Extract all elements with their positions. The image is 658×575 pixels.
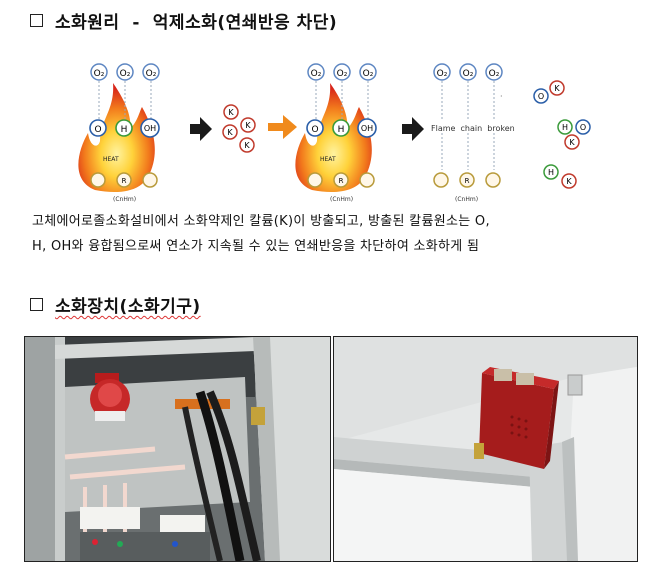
fuel-atoms: R	[90, 172, 158, 188]
svg-text:H: H	[548, 168, 554, 177]
svg-text:O₂: O₂	[337, 69, 348, 79]
svg-text:O₂: O₂	[489, 69, 500, 79]
svg-text:O: O	[94, 125, 101, 135]
heading-text: 소화장치(소화기구)	[55, 297, 201, 317]
heading-text: 소화원리 - 억제소화(연쇄반응 차단)	[55, 13, 338, 33]
checkbox-square-icon	[30, 14, 43, 27]
svg-text:O: O	[311, 125, 318, 135]
koh-molecule: H O K	[557, 119, 591, 150]
svg-text:O: O	[538, 92, 544, 101]
fire-icon	[78, 83, 155, 193]
svg-text:K: K	[569, 138, 575, 147]
svg-text:(CnHm): (CnHm)	[330, 196, 353, 203]
svg-text:OH: OH	[361, 124, 373, 133]
svg-text:O₂: O₂	[363, 69, 374, 79]
description-line: H, OH와 융합됨으로써 연소가 지속될 수 있는 연쇄반응을 차단하여 소화…	[32, 239, 480, 254]
panel-installation-photo	[24, 336, 331, 562]
o2-molecule: O₂ O₂ O₂	[90, 63, 160, 81]
fire-icon	[295, 83, 372, 193]
arrow-right-icon	[402, 117, 424, 141]
svg-text:K: K	[244, 141, 250, 150]
ko-molecule: O K	[533, 80, 565, 104]
svg-text:O₂: O₂	[94, 69, 105, 79]
flame-chain-broken-label: Flame chain broken	[431, 124, 515, 133]
arrow-right-icon	[190, 117, 212, 141]
section-heading-principle: 소화원리 - 억제소화(연쇄반응 차단)	[30, 8, 337, 33]
svg-text:R: R	[339, 177, 344, 185]
svg-text:K: K	[566, 177, 572, 186]
arrow-right-icon	[268, 115, 297, 139]
o2-molecule: O₂ O₂ O₂	[307, 63, 377, 81]
fuel-atoms: R	[433, 172, 501, 188]
radical-atoms: O H OH	[89, 118, 160, 138]
svg-text:O: O	[580, 123, 586, 132]
principle-description: 고체에어로졸소화설비에서 소화약제인 칼륨(K)이 방출되고, 방출된 칼륨원소…	[32, 209, 642, 259]
svg-text:K: K	[228, 108, 234, 117]
section-heading-device: 소화장치(소화기구)	[30, 292, 201, 317]
svg-text:HEAT: HEAT	[320, 156, 336, 163]
svg-text:(CnHm): (CnHm)	[455, 196, 478, 203]
checkbox-square-icon	[30, 298, 43, 311]
svg-text:·: ·	[500, 92, 503, 101]
fuel-atoms: R	[307, 172, 375, 188]
svg-text:K: K	[227, 128, 233, 137]
o2-molecule: O₂ O₂ O₂	[433, 63, 503, 81]
radical-atoms: O H OH	[306, 118, 377, 138]
svg-text:K: K	[245, 121, 251, 130]
svg-text:H: H	[121, 125, 128, 135]
svg-text:HEAT: HEAT	[103, 156, 119, 163]
suppression-diagram: O₂ O₂ O₂ O H OH HEAT R (CnHm) K K K K	[78, 63, 591, 203]
svg-text:O₂: O₂	[437, 69, 448, 79]
svg-text:O₂: O₂	[463, 69, 474, 79]
potassium-atoms: K K K K	[222, 104, 256, 153]
svg-text:K: K	[554, 84, 560, 93]
svg-text:O₂: O₂	[146, 69, 157, 79]
svg-text:R: R	[465, 177, 470, 185]
svg-text:H: H	[562, 123, 568, 132]
svg-text:H: H	[338, 125, 345, 135]
svg-text:(CnHm): (CnHm)	[113, 196, 136, 203]
svg-text:R: R	[122, 177, 127, 185]
kh-molecule: H K	[543, 164, 577, 189]
svg-text:O₂: O₂	[311, 69, 322, 79]
svg-text:O₂: O₂	[120, 69, 131, 79]
ceiling-installation-photo	[333, 336, 638, 562]
description-line: 고체에어로졸소화설비에서 소화약제인 칼륨(K)이 방출되고, 방출된 칼륨원소…	[32, 214, 490, 229]
svg-text:OH: OH	[144, 124, 156, 133]
